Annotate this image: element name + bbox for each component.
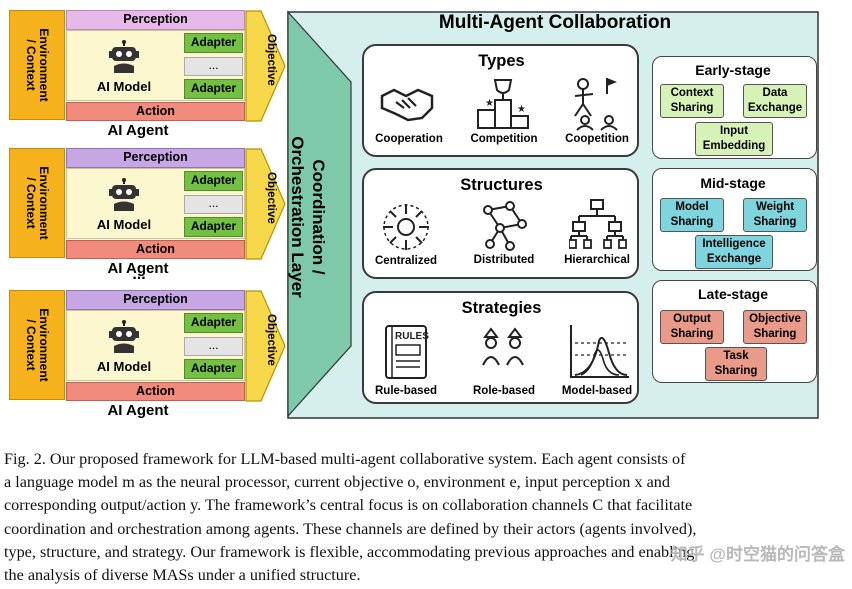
ai-model-label: AI Model bbox=[96, 359, 152, 374]
structures-panel: Structures Centralized Distributed Hiera… bbox=[362, 168, 639, 279]
types-title: Types bbox=[478, 52, 525, 70]
objective-arrow bbox=[245, 148, 286, 260]
ai-model-label: AI Model bbox=[96, 79, 152, 94]
caption-line: corresponding output/action y. The frame… bbox=[4, 496, 693, 515]
hierarchical-icon bbox=[569, 199, 627, 249]
context-sharing-chip: Context Sharing bbox=[660, 84, 724, 118]
adapter-box: Adapter bbox=[184, 79, 243, 99]
distributed-label: Distributed bbox=[473, 254, 535, 266]
action-bar: Action bbox=[66, 240, 245, 259]
caption-line: type, structure, and strategy. Our frame… bbox=[4, 542, 695, 561]
caption-line: coordination and orchestration among age… bbox=[4, 519, 697, 538]
objective-label-holder: Objective bbox=[264, 34, 278, 104]
adapter-box: Adapter bbox=[184, 217, 243, 237]
action-bar: Action bbox=[66, 382, 245, 401]
adapter-box: Adapter bbox=[184, 359, 243, 379]
centralized-icon bbox=[383, 204, 429, 250]
coordination-layer-label: Coordination / Orchestration Layer bbox=[288, 136, 328, 298]
objective-label: Objective bbox=[265, 314, 277, 366]
weight-sharing-chip: Weight Sharing bbox=[743, 198, 807, 232]
hierarchical-label: Hierarchical bbox=[564, 254, 630, 266]
role-based-icon bbox=[482, 327, 524, 366]
agent-label: AI Agent bbox=[107, 122, 169, 139]
strategies-panel: Strategies RULES Rule-based Role-based M… bbox=[362, 291, 639, 404]
objective-label-holder: Objective bbox=[264, 314, 278, 384]
competition-label: Competition bbox=[470, 133, 538, 145]
types-panel: Types Cooperation ★ ★ Competition Coopet… bbox=[362, 44, 639, 157]
objective-label: Objective bbox=[265, 34, 277, 86]
environment-bar: Environment / Context bbox=[9, 148, 65, 258]
objective-arrow bbox=[245, 10, 286, 122]
adapter-ellipsis-box: ... bbox=[184, 195, 243, 214]
agent-label: AI Agent bbox=[107, 260, 169, 277]
centralized-label: Centralized bbox=[375, 255, 437, 267]
late-stage-title: Late-stage bbox=[697, 286, 769, 302]
distributed-icon bbox=[483, 201, 527, 251]
agent-label: AI Agent bbox=[107, 402, 169, 419]
strategies-title: Strategies bbox=[461, 299, 542, 317]
late-stage-box: Late-stage Output Sharing Objective Shar… bbox=[652, 280, 817, 383]
adapter-ellipsis-box: ... bbox=[184, 337, 243, 356]
adapter-box: Adapter bbox=[184, 171, 243, 191]
early-stage-title: Early-stage bbox=[695, 62, 771, 78]
perception-bar: Perception bbox=[66, 10, 245, 30]
robot-icon bbox=[109, 178, 139, 211]
caption-line: Fig. 2. Our proposed framework for LLM-b… bbox=[4, 450, 686, 468]
caption-line: a language model m as the neural process… bbox=[4, 473, 670, 492]
objective-arrow bbox=[245, 290, 286, 402]
main-title: Multi-Agent Collaboration bbox=[438, 12, 672, 33]
structures-title: Structures bbox=[460, 176, 543, 194]
podium-icon: ★ ★ bbox=[477, 79, 529, 129]
svg-text:★: ★ bbox=[485, 98, 494, 109]
figure-caption: Fig. 2. Our proposed framework for LLM-b… bbox=[4, 448, 850, 587]
mid-stage-title: Mid-stage bbox=[700, 175, 766, 191]
environment-label: Environment / Context bbox=[24, 28, 51, 102]
action-bar: Action bbox=[66, 102, 245, 121]
adapter-box: Adapter bbox=[184, 33, 243, 53]
coopetition-label: Coopetition bbox=[565, 133, 629, 145]
model-chart-icon bbox=[570, 325, 629, 378]
intelligence-exchange-chip: Intelligence Exchange bbox=[695, 235, 773, 269]
environment-label: Environment / Context bbox=[24, 308, 51, 382]
environment-bar: Environment / Context bbox=[9, 290, 65, 400]
rule-based-label: Rule-based bbox=[375, 385, 437, 397]
model-based-label: Model-based bbox=[561, 385, 633, 397]
data-exchange-chip: Data Exchange bbox=[743, 84, 807, 118]
caption-line: the analysis of diverse MASs under a uni… bbox=[4, 566, 361, 585]
svg-text:★: ★ bbox=[517, 104, 526, 115]
adapter-box: Adapter bbox=[184, 313, 243, 333]
early-stage-box: Early-stage Context Sharing Data Exchang… bbox=[652, 56, 817, 159]
perception-bar: Perception bbox=[66, 290, 245, 310]
input-embedding-chip: Input Embedding bbox=[695, 122, 773, 156]
watermark: 知乎 @时空猫的问答盒 bbox=[670, 545, 845, 564]
adapter-ellipsis-box: ... bbox=[184, 57, 243, 76]
robot-icon bbox=[109, 320, 139, 353]
task-sharing-chip: Task Sharing bbox=[705, 347, 767, 381]
ai-model-label: AI Model bbox=[96, 217, 152, 232]
agent-ellipsis: ... bbox=[132, 266, 146, 283]
robot-icon bbox=[109, 40, 139, 73]
perception-bar: Perception bbox=[66, 148, 245, 168]
mid-stage-box: Mid-stage Model Sharing Weight Sharing I… bbox=[652, 168, 817, 271]
objective-label: Objective bbox=[265, 172, 277, 224]
objective-label-holder: Objective bbox=[264, 172, 278, 242]
cooperation-label: Cooperation bbox=[375, 133, 443, 145]
environment-bar: Environment / Context bbox=[9, 10, 65, 120]
coopetition-icon bbox=[574, 78, 618, 131]
rules-book-icon: RULES bbox=[385, 325, 429, 379]
rules-book-text: RULES bbox=[395, 331, 429, 342]
handshake-icon bbox=[380, 88, 434, 122]
output-sharing-chip: Output Sharing bbox=[660, 310, 724, 344]
objective-sharing-chip: Objective Sharing bbox=[743, 310, 807, 344]
role-based-label: Role-based bbox=[473, 385, 535, 397]
model-sharing-chip: Model Sharing bbox=[660, 198, 724, 232]
environment-label: Environment / Context bbox=[24, 166, 51, 240]
